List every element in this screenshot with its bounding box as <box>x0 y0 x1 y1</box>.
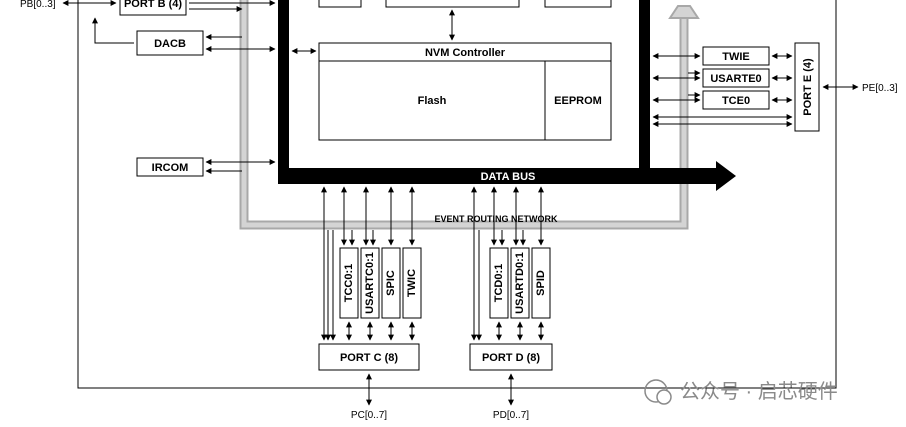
tcc01-label: TCC0:1 <box>343 264 355 303</box>
twic-box <box>402 247 422 319</box>
twie-box <box>702 46 770 66</box>
top-box-left <box>318 0 362 8</box>
usartc01-label: USARTC0:1 <box>364 252 376 314</box>
port-b-box <box>119 0 187 16</box>
top-box-right <box>544 0 612 8</box>
pin-pb: PB[0..3] <box>20 0 56 10</box>
twic-label: TWIC <box>406 269 418 297</box>
usartc01-box <box>360 247 380 319</box>
port-e-label: PORT E (4) <box>802 58 814 116</box>
spid-label: SPID <box>535 270 547 296</box>
dacb-box <box>136 30 204 56</box>
port-b-label: PORT B (4) <box>124 0 182 10</box>
flash-label: Flash <box>418 95 447 107</box>
pin-pc: PC[0..7] <box>351 410 387 421</box>
cpu-frame-right <box>639 0 650 170</box>
dacb-to-port-b <box>92 17 134 44</box>
usarte0-label: USARTE0 <box>710 73 761 85</box>
data-bus-label: DATA BUS <box>481 171 536 183</box>
port-c-label: PORT C (8) <box>340 352 398 364</box>
usartd01-box <box>510 247 530 319</box>
tce0-label: TCE0 <box>722 95 750 107</box>
spic-label: SPIC <box>385 270 397 296</box>
twie-label: TWIE <box>722 51 750 63</box>
port-d-label: PORT D (8) <box>482 352 540 364</box>
tcc01-box <box>339 247 359 319</box>
usarte0-box <box>702 68 770 88</box>
top-box-mid <box>385 0 520 8</box>
tcd01-box <box>489 247 509 319</box>
eeprom-box <box>544 60 612 141</box>
port-c-box <box>318 343 420 371</box>
chip-outline <box>77 0 837 389</box>
watermark-text: 公众号 · 启芯硬件 <box>680 380 838 403</box>
ircom-box <box>136 157 204 177</box>
data-bus <box>278 161 736 191</box>
spic-box <box>381 247 401 319</box>
pin-pe: PE[0..3] <box>862 83 898 94</box>
port-d-box <box>469 343 553 371</box>
dacb-label: DACB <box>154 38 186 50</box>
tcd01-label: TCD0:1 <box>493 264 505 303</box>
spid-box <box>531 247 551 319</box>
tce0-box <box>702 90 770 110</box>
pin-pd: PD[0..7] <box>493 410 529 421</box>
watermark: 公众号 · 启芯硬件 <box>644 379 838 405</box>
wechat-icon-small <box>656 389 672 405</box>
usartd01-label: USARTD0:1 <box>514 252 526 314</box>
eeprom-label: EEPROM <box>554 95 602 107</box>
ircom-label: IRCOM <box>152 162 189 174</box>
port-e-box <box>794 42 820 132</box>
cpu-frame-left <box>278 0 289 182</box>
event-routing-network-arrowhead <box>668 5 700 19</box>
nvm-controller-label: NVM Controller <box>425 47 506 59</box>
event-routing-network-label: EVENT ROUTING NETWORK <box>435 214 558 224</box>
